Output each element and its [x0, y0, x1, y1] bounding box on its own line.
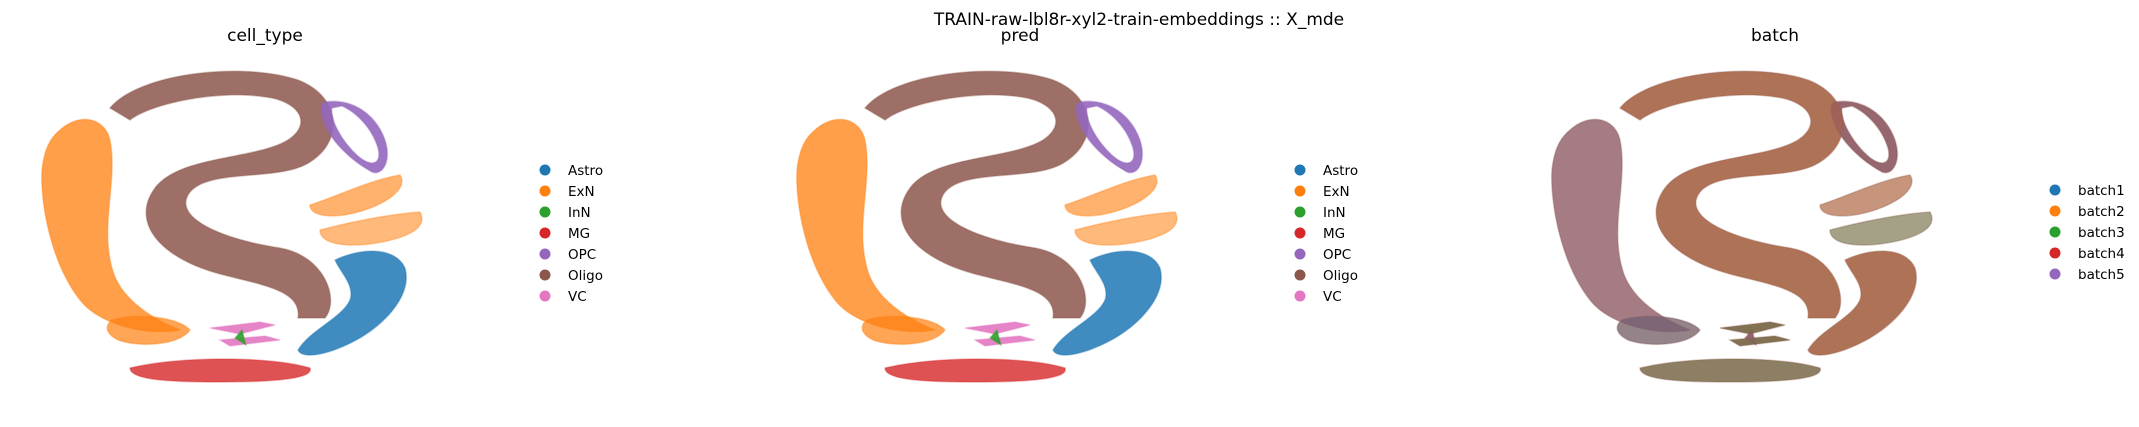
- cluster-exn: [1819, 174, 1913, 217]
- cluster-inn: [988, 328, 1003, 347]
- scatter-clusters: [796, 70, 1178, 383]
- cluster-astro: [1807, 250, 1918, 356]
- legend-marker: [539, 164, 551, 176]
- legend-marker: [1294, 206, 1306, 218]
- legend-marker: [539, 290, 551, 302]
- legend-label: InN: [568, 205, 591, 221]
- legend-label: Oligo: [1323, 268, 1358, 284]
- panel-title: cell_type: [227, 26, 303, 46]
- legend-label: VC: [1323, 289, 1342, 305]
- legend-marker: [1294, 269, 1306, 281]
- legend-label: batch2: [2078, 204, 2125, 220]
- panel-title: pred: [1001, 26, 1040, 46]
- cluster-opc: [1830, 100, 1899, 174]
- cluster-overlay-exn: [1820, 175, 1912, 216]
- legend-marker: [1294, 185, 1306, 197]
- legend-label: MG: [568, 226, 590, 242]
- cluster-astro: [1052, 250, 1163, 356]
- cluster-overlay-exn: [1617, 316, 1700, 345]
- legend-marker: [1294, 248, 1306, 260]
- legend-label: OPC: [568, 247, 596, 263]
- cluster-overlay-inn: [1745, 330, 1756, 345]
- cluster-exn: [1074, 211, 1178, 246]
- legend-marker: [539, 206, 551, 218]
- scatter-clusters: [1551, 70, 1933, 383]
- cluster-vc: [1719, 321, 1791, 347]
- cluster-mg: [129, 358, 311, 383]
- legend-label: MG: [1323, 226, 1345, 242]
- panel-title: batch: [1751, 26, 1799, 46]
- cluster-vc: [209, 321, 281, 347]
- cluster-inn: [233, 328, 248, 347]
- cluster-exn: [1064, 174, 1158, 217]
- legend-label: ExN: [1323, 184, 1350, 200]
- cluster-overlay-opc: [1831, 101, 1898, 173]
- cluster-exn: [309, 174, 403, 217]
- cluster-exn: [319, 211, 423, 246]
- legend-label: batch1: [2078, 183, 2125, 199]
- legend-label: ExN: [568, 184, 595, 200]
- legend-label: VC: [568, 289, 587, 305]
- legend-marker: [539, 269, 551, 281]
- legend: batch1 batch2 batch3 batch4 batch5: [2049, 183, 2125, 283]
- legend-marker: [539, 227, 551, 239]
- cluster-overlay-mg: [1640, 359, 1821, 382]
- cluster-exn: [861, 315, 946, 346]
- legend-marker: [539, 248, 551, 260]
- legend-marker: [1294, 290, 1306, 302]
- scatter-clusters: [41, 70, 423, 383]
- figure-suptitle: TRAIN-raw-lbl8r-xyl2-train-embeddings ::…: [933, 10, 1344, 30]
- legend-label: InN: [1323, 205, 1346, 221]
- legend-marker: [2049, 226, 2061, 238]
- legend-label: batch3: [2078, 225, 2125, 241]
- cluster-mg: [884, 358, 1066, 383]
- legend-marker: [1294, 164, 1306, 176]
- legend-label: Astro: [568, 163, 603, 179]
- cluster-astro: [297, 250, 408, 356]
- legend-label: OPC: [1323, 247, 1351, 263]
- cluster-exn: [1616, 315, 1701, 346]
- cluster-oligo: [863, 70, 1089, 319]
- panel-batch: batch batch1 batch2 batch3 batch4 batch5: [1551, 26, 2125, 383]
- cluster-overlay-astro: [1808, 251, 1917, 356]
- cluster-overlay-exn: [1830, 212, 1932, 246]
- legend-marker: [539, 185, 551, 197]
- cluster-exn: [1829, 211, 1933, 246]
- legend-label: batch4: [2078, 246, 2125, 262]
- legend-marker: [2049, 184, 2061, 196]
- legend-label: Astro: [1323, 163, 1358, 179]
- cluster-vc: [964, 321, 1036, 347]
- legend-label: Oligo: [568, 268, 603, 284]
- legend-marker: [1294, 227, 1306, 239]
- legend-label: batch5: [2078, 267, 2125, 283]
- cluster-overlay-exn: [1551, 119, 1690, 332]
- legend-marker: [2049, 205, 2061, 217]
- cluster-exn: [106, 315, 191, 346]
- cluster-overlay-oligo: [1620, 71, 1844, 318]
- cluster-oligo: [108, 70, 334, 319]
- cluster-inn: [1743, 328, 1758, 347]
- cluster-overlay-vc: [1720, 322, 1790, 346]
- legend-marker: [2049, 268, 2061, 280]
- cluster-mg: [1639, 358, 1821, 383]
- cluster-opc: [1075, 100, 1144, 174]
- legend-marker: [2049, 247, 2061, 259]
- cluster-opc: [320, 100, 389, 174]
